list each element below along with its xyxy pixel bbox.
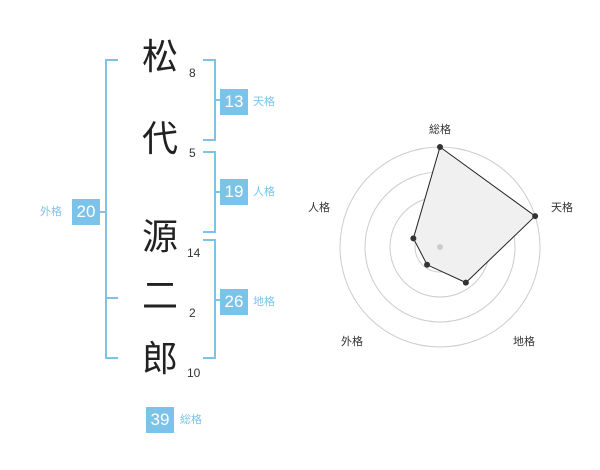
name-char-3: 源 [141,217,178,258]
tenkaku-value-badge: 13 [220,89,248,115]
stroke-count-2: 5 [189,146,196,160]
tenkaku-label: 天格 [253,95,275,108]
name-char-1: 松 [141,37,178,78]
radar-axis-label-sokaku: 総格 [429,123,451,136]
radar-point-2 [532,213,539,220]
sokaku-value-badge: 39 [146,407,174,433]
radar-axis-label-chikaku: 地格 [513,335,535,348]
jinkaku-label: 人格 [253,185,275,198]
stroke-count-5: 10 [187,366,201,380]
radar-axis-label-gaikaku: 外格 [341,335,363,348]
gaikaku-label: 外格 [40,205,62,218]
stroke-count-3: 14 [187,246,201,260]
gaikaku-value-badge: 20 [72,199,100,225]
name-char-5: 郎 [141,339,178,380]
sokaku-label: 総格 [180,413,202,426]
radar-point-3 [462,279,469,286]
radar-axis-label-jinkaku: 人格 [308,201,330,214]
name-char-4: 二 [141,276,178,317]
chikaku-value-badge: 26 [220,289,248,315]
stroke-count-1: 8 [189,66,196,80]
jinkaku-value-badge: 19 [220,179,248,205]
radar-point-4 [424,261,431,268]
radar-center-dot [437,244,443,250]
stroke-count-4: 2 [189,306,196,320]
name-char-2: 代 [141,119,178,160]
radar-point-1 [437,144,443,150]
gaikaku-bracket [105,59,118,359]
radar-point-5 [410,235,417,242]
radar-axis-label-tenkaku: 天格 [551,201,573,214]
chikaku-label: 地格 [253,295,275,308]
radar-area [412,146,536,284]
